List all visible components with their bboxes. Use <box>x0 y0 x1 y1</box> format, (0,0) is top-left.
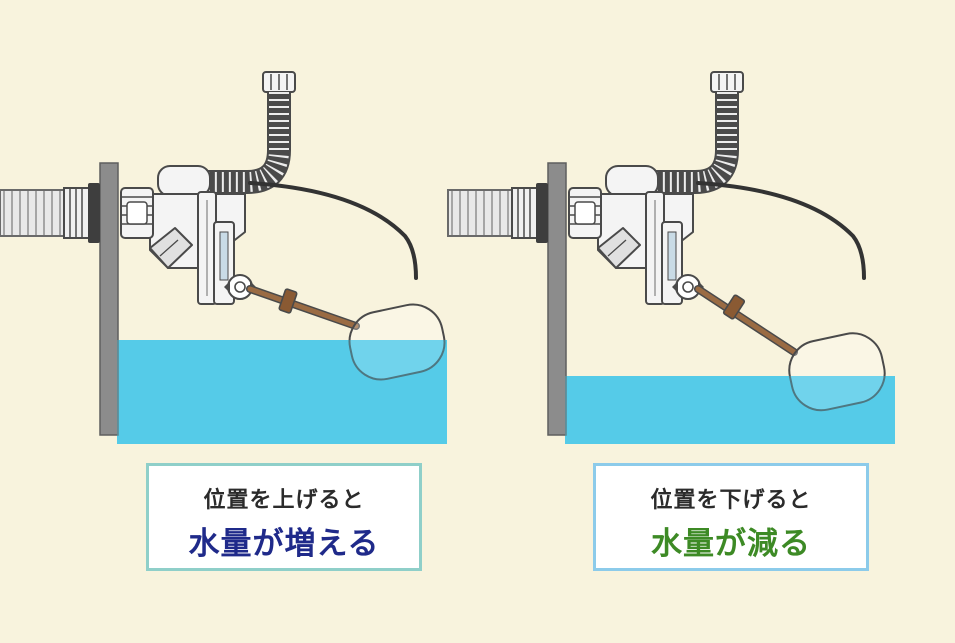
water-high <box>117 340 447 444</box>
right-panel <box>447 72 895 444</box>
ball-tap-valve <box>569 72 864 304</box>
caption-lower-line2: 水量が減る <box>651 526 811 562</box>
caption-raise-line1: 位置を上げると <box>203 488 365 513</box>
tank-wall <box>547 162 567 436</box>
caption-lower: 位置を下げると 水量が減る <box>593 463 869 571</box>
supply-hose <box>447 189 513 237</box>
caption-raise: 位置を上げると 水量が増える <box>146 463 422 571</box>
float-ball <box>788 332 886 412</box>
caption-lower-line1: 位置を下げると <box>650 488 812 513</box>
caption-raise-line2: 水量が増える <box>188 526 380 562</box>
supply-hose <box>0 189 65 237</box>
tank-wall <box>99 162 119 436</box>
float-ball <box>348 303 446 381</box>
left-panel <box>0 72 447 444</box>
water-low <box>565 376 895 444</box>
ball-tap-valve <box>121 72 416 304</box>
